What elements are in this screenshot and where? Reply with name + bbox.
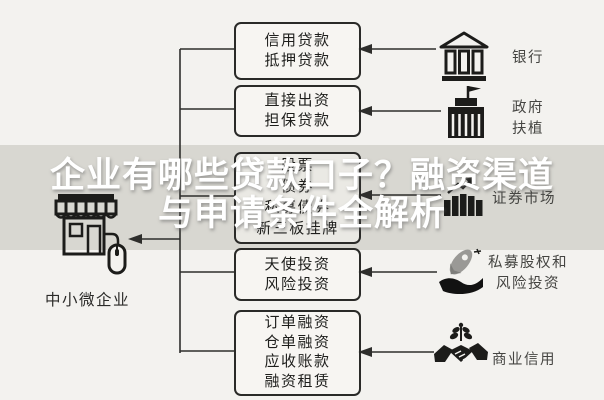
box-line: 直接出资 (264, 93, 331, 109)
box-line: 融资租赁 (264, 373, 331, 390)
channel-label-commercial-credit: 商业信用 (492, 352, 556, 368)
box-government-support: 直接出资 担保贷款 (234, 85, 361, 137)
box-commercial-credit: 订单融资 仓单融资 应收账款 融资租赁 (234, 310, 361, 396)
box-line: 股票 (280, 158, 314, 174)
label-line: 扶植 (512, 121, 544, 137)
box-bank-loans: 信用贷款 抵押贷款 (234, 22, 361, 80)
box-line: 债券 (280, 179, 314, 195)
box-line: 信用贷款 (264, 33, 331, 49)
title-line-2: 与申请条件全解析 (157, 194, 446, 233)
box-line: 天使投资 (264, 256, 331, 273)
box-line: 应收账款 (264, 354, 331, 370)
box-line: 新三板挂牌 (256, 221, 339, 237)
channel-label-securities: 证券市场 (492, 191, 556, 207)
box-line: 抵押贷款 (264, 53, 331, 69)
box-line: 私募债券 (264, 200, 331, 216)
box-private-equity: 天使投资 风险投资 (234, 248, 361, 301)
rocket-in-hand-icon (439, 248, 483, 295)
box-line: 担保贷款 (264, 113, 331, 129)
box-line: 风险投资 (264, 276, 331, 293)
label-line: 政府 (512, 100, 544, 116)
label-line: 风险投资 (496, 276, 560, 292)
channel-label-government: 政府 扶植 (512, 98, 544, 140)
bank-building-icon (439, 31, 489, 81)
enterprise-label: 中小微企业 (44, 292, 130, 309)
label-line: 私募股权和 (488, 255, 568, 271)
box-securities-market: 股票 债券 私募债券 新三板挂牌 (234, 152, 361, 244)
title-overlay: 企业有哪些贷款口子？融资渠道 与申请条件全解析 (0, 157, 604, 233)
storefront-mouse-icon (54, 194, 127, 275)
stock-market-icon (444, 177, 483, 216)
box-line: 订单融资 (264, 315, 331, 331)
box-line: 仓单融资 (264, 334, 331, 351)
government-building-icon (448, 86, 484, 138)
channel-label-private-equity: 私募股权和 风险投资 (486, 253, 570, 295)
channel-label-bank: 银行 (512, 50, 544, 66)
handshake-plant-icon (434, 322, 488, 362)
title-line-1: 企业有哪些贷款口子？融资渠道 (49, 156, 554, 195)
